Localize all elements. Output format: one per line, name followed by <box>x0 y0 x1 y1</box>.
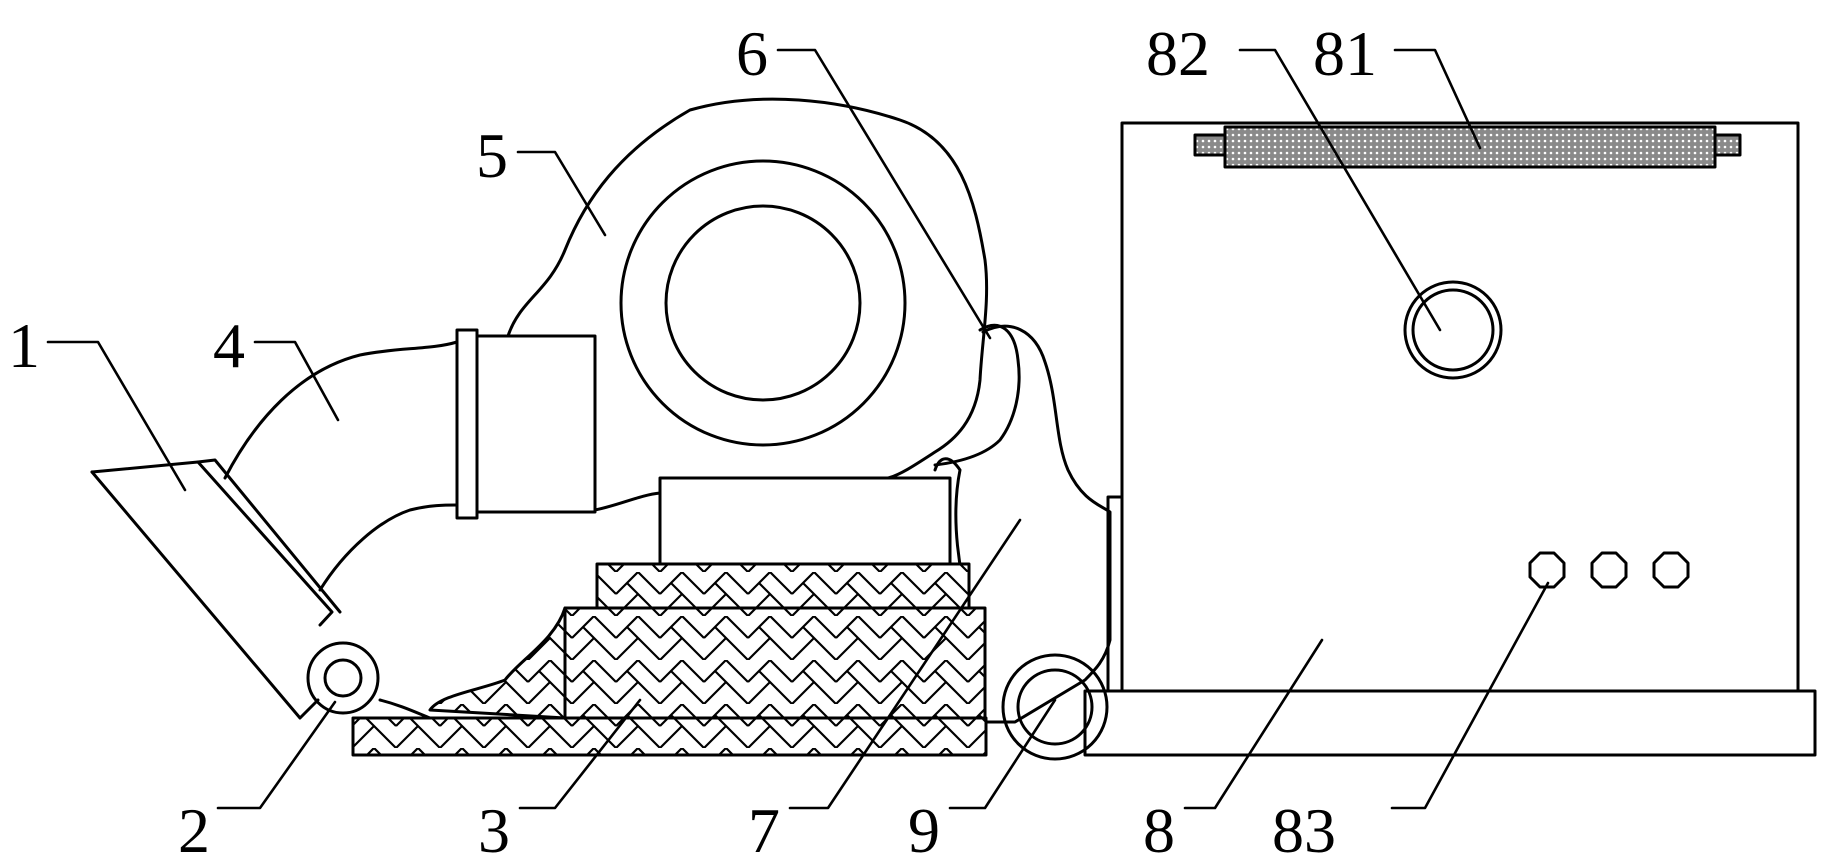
leader-8 <box>1183 638 1324 810</box>
label-3: 3 <box>478 795 510 862</box>
leader-6 <box>776 48 992 340</box>
base-block-3 <box>351 562 988 757</box>
front-wheel-2 <box>306 641 380 715</box>
leader-4 <box>253 340 340 422</box>
label-8: 8 <box>1143 795 1175 862</box>
pipe-flange <box>455 328 479 520</box>
label-6: 6 <box>736 18 768 89</box>
label-4: 4 <box>213 310 245 381</box>
leader-82 <box>1238 48 1442 332</box>
motor-mount-block <box>658 476 952 566</box>
leader-lines <box>46 48 1550 810</box>
label-2: 2 <box>178 795 210 862</box>
leader-1 <box>46 340 187 492</box>
button-2 <box>1590 551 1628 589</box>
knob-82 <box>1403 280 1503 380</box>
control-box-side-bracket <box>1106 495 1124 693</box>
housing-7 <box>933 324 1112 724</box>
label-81: 81 <box>1313 18 1377 89</box>
leader-83 <box>1390 581 1550 810</box>
blower-outer-ring <box>619 159 907 447</box>
button-1 <box>1528 551 1566 589</box>
label-5: 5 <box>476 120 508 191</box>
rear-wheel-9 <box>1001 653 1109 761</box>
label-82: 82 <box>1146 18 1210 89</box>
label-83: 83 <box>1272 795 1336 862</box>
leader-3 <box>518 698 642 810</box>
leader-7 <box>788 518 1022 810</box>
motor-6 <box>933 323 1021 467</box>
label-9: 9 <box>908 795 940 862</box>
control-box-body <box>1120 121 1800 693</box>
intake-pipe-4 <box>223 328 662 592</box>
leader-81 <box>1393 48 1482 150</box>
leader-5 <box>516 150 607 237</box>
leader-9 <box>948 698 1057 810</box>
control-box-base-plate <box>1083 689 1817 757</box>
button-3 <box>1652 551 1690 589</box>
pipe-sleeve <box>475 334 597 514</box>
suction-nozzle-1 <box>90 458 342 720</box>
buttons-83 <box>1528 551 1690 589</box>
chassis-curve <box>378 698 432 720</box>
label-1: 1 <box>8 310 40 381</box>
screen-81 <box>1193 125 1742 169</box>
control-box-8 <box>1083 121 1817 757</box>
leader-2 <box>216 700 337 810</box>
label-7: 7 <box>748 795 780 862</box>
blower-casing-5 <box>506 97 989 480</box>
blower-inner-ring <box>664 204 862 402</box>
reference-numerals: 1 4 5 6 82 81 2 3 7 9 8 83 <box>8 18 1377 862</box>
